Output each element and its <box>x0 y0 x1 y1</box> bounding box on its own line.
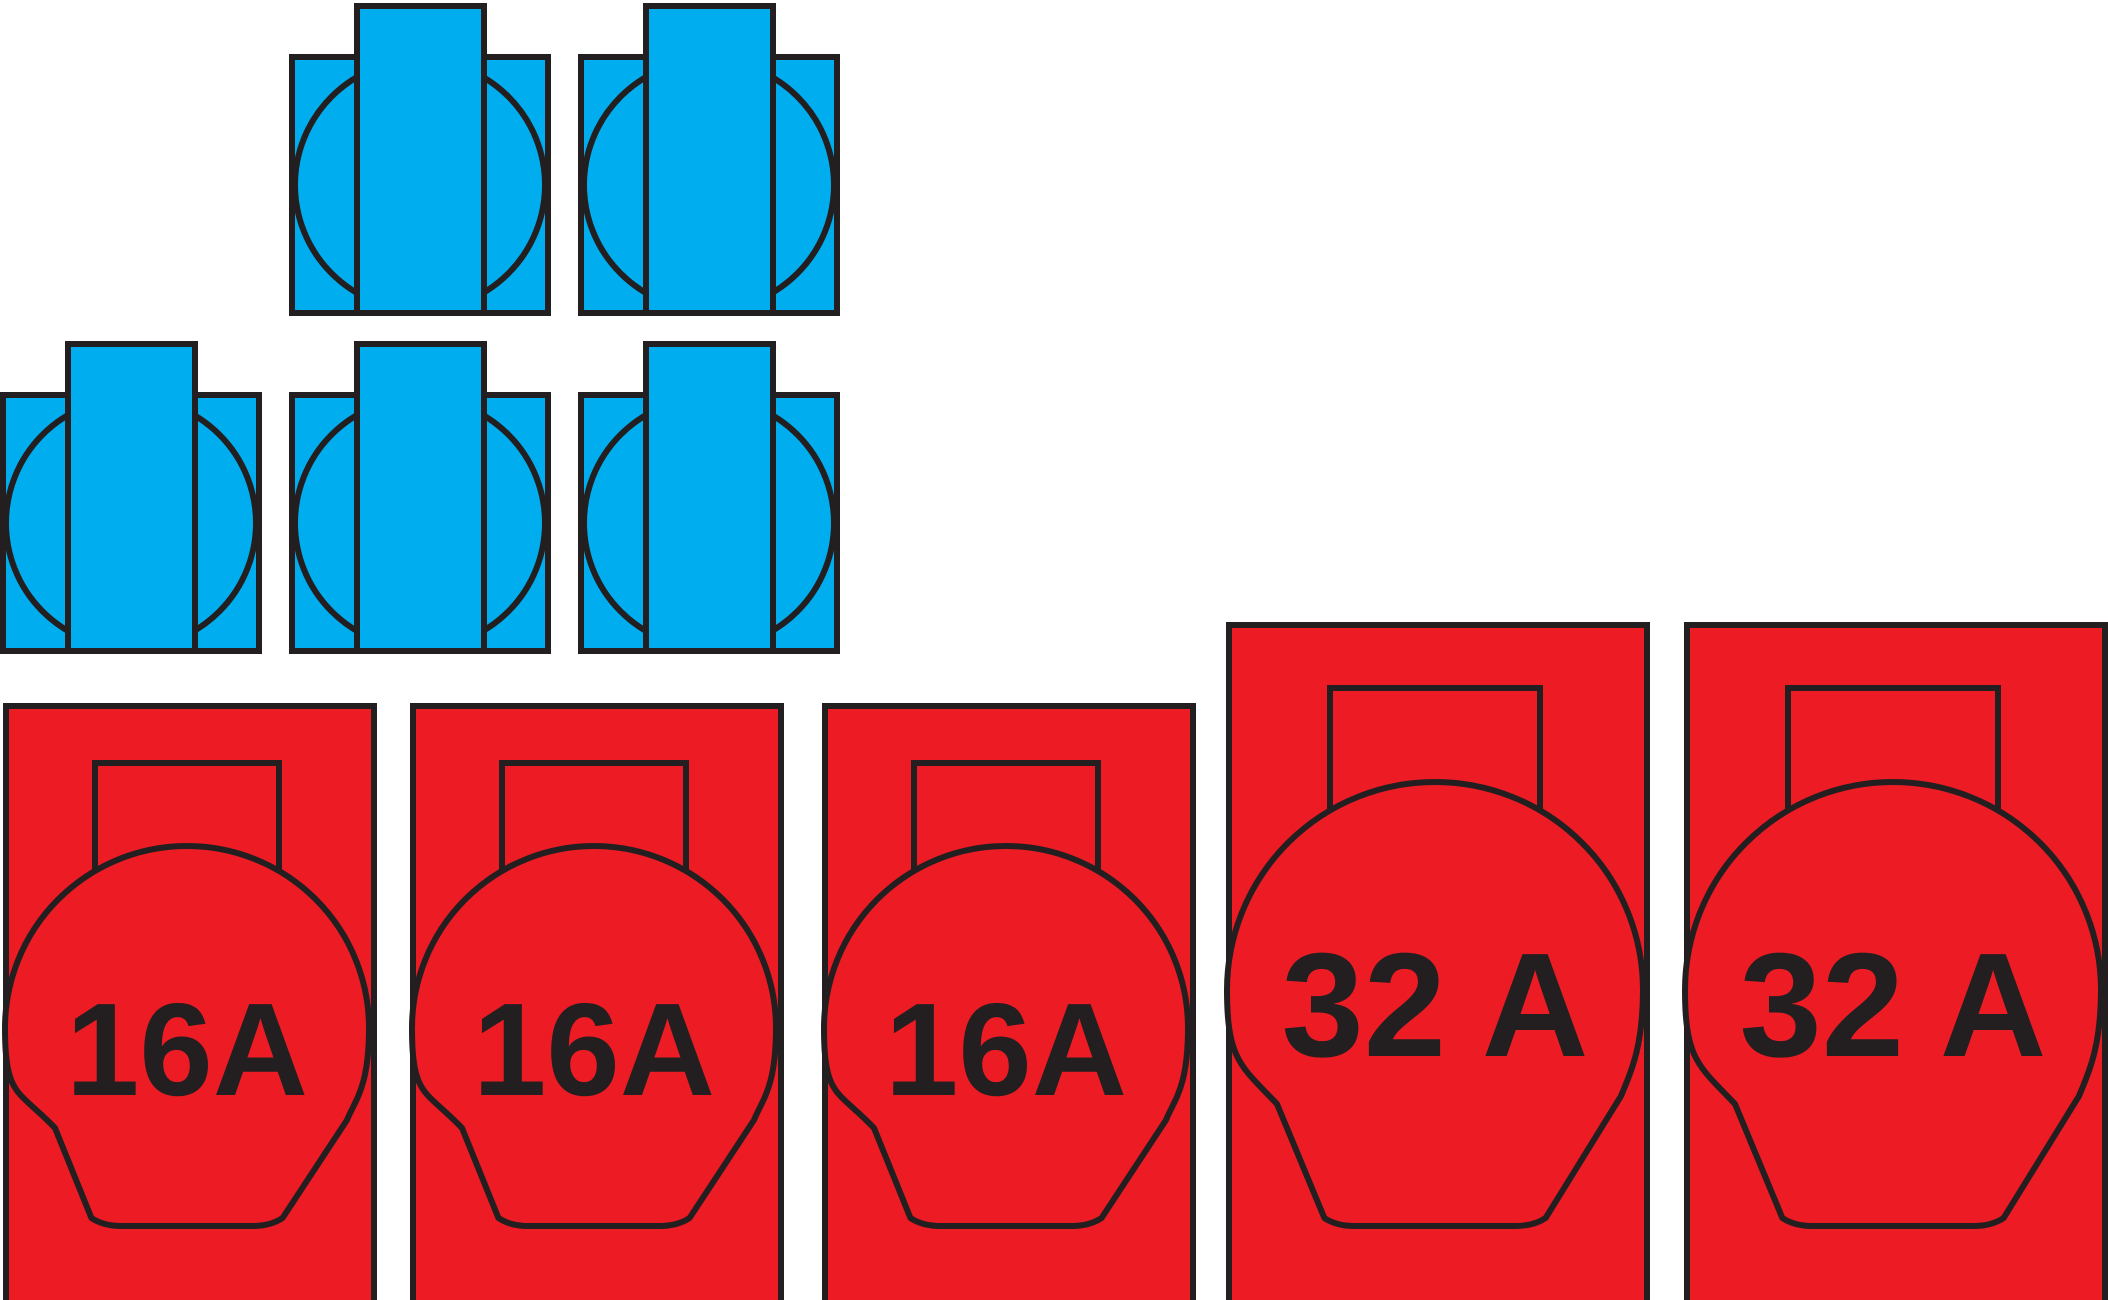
blue-socket-icon <box>0 341 262 654</box>
rating-label: 32 A <box>1281 923 1588 1088</box>
blue-socket-icon <box>289 341 551 654</box>
rating-label: 32 A <box>1739 923 2046 1088</box>
blue-socket-icon <box>289 3 551 316</box>
red-socket-face <box>409 843 779 1229</box>
red-socket-face <box>2 843 372 1229</box>
red-socket-face <box>1682 779 2104 1229</box>
rating-label: 16A <box>473 976 715 1123</box>
cee-socket-icon: 16A <box>2 703 377 1300</box>
blue-socket-cover <box>354 341 487 654</box>
cee-socket-icon: 16A <box>821 703 1196 1300</box>
cee-socket-icon: 16A <box>409 703 784 1300</box>
rating-label: 16A <box>66 976 308 1123</box>
blue-socket-cover <box>643 3 776 316</box>
cee-socket-icon: 32 A <box>1682 622 2108 1300</box>
rating-label: 16A <box>885 976 1127 1123</box>
cee-socket-icon: 32 A <box>1224 622 1650 1300</box>
red-socket-face <box>821 843 1191 1229</box>
red-socket-face <box>1224 779 1646 1229</box>
blue-socket-icon <box>578 341 840 654</box>
blue-socket-icon <box>578 3 840 316</box>
blue-socket-cover <box>354 3 487 316</box>
blue-socket-cover <box>65 341 198 654</box>
blue-socket-cover <box>643 341 776 654</box>
